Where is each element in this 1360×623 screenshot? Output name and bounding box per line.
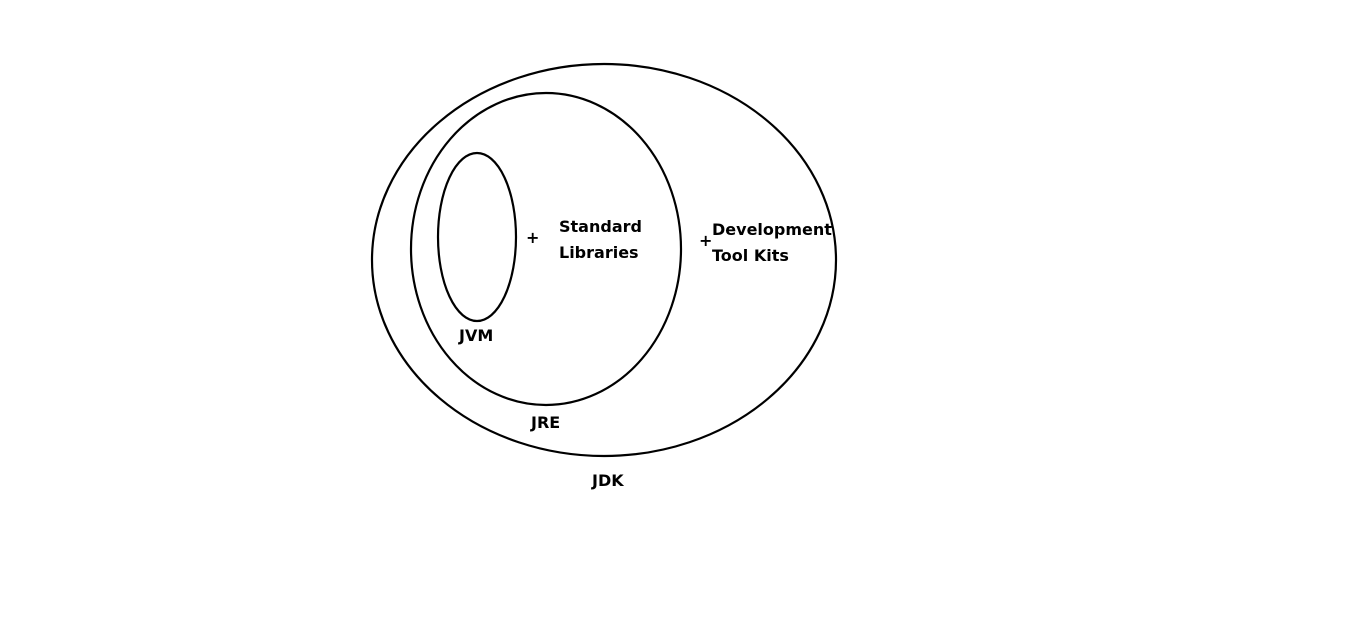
jdk-ellipse (370, 62, 838, 458)
jre-ellipse (409, 91, 683, 407)
jvm-ellipse (436, 151, 518, 323)
plus-standard-libraries: + (526, 228, 539, 247)
standard-libraries-line1: Standard (559, 217, 642, 236)
plus-development-tool-kits: + (699, 231, 712, 250)
standard-libraries-line2: Libraries (559, 243, 639, 262)
jre-label: JRE (530, 413, 560, 432)
development-tool-kits-line1: Development (712, 220, 832, 239)
jvm-label: JVM (458, 326, 493, 345)
development-tool-kits-line2: Tool Kits (712, 246, 789, 265)
jdk-label: JDK (591, 471, 624, 490)
